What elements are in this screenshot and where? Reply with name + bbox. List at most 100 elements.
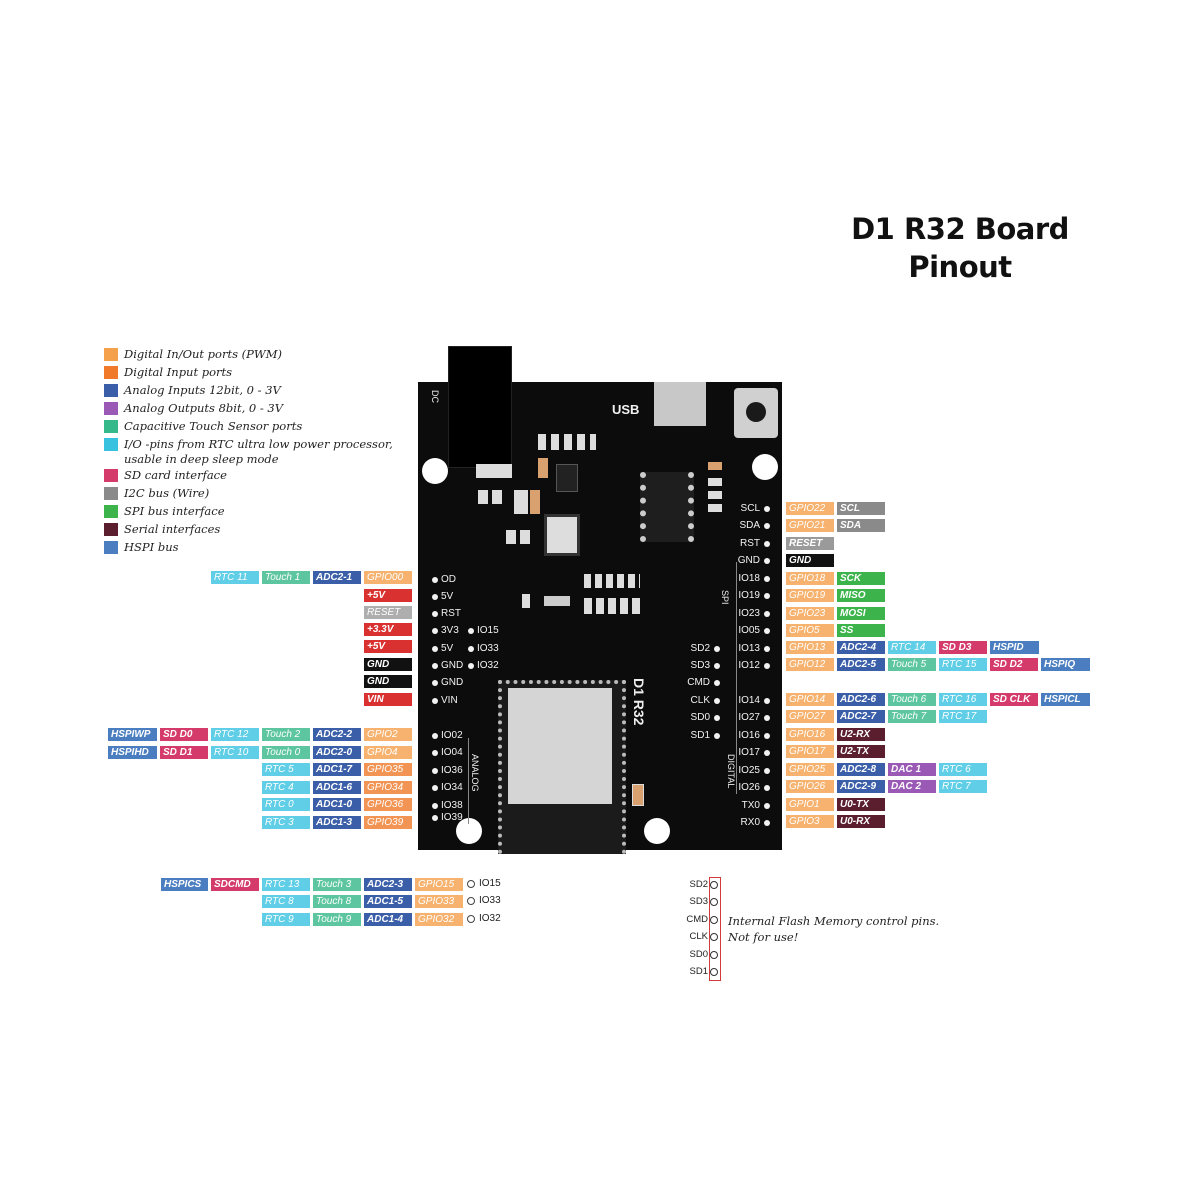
tag-pwm: GPIO21: [786, 519, 834, 532]
legend-label: I/O -pins from RTC ultra low power proce…: [124, 437, 393, 466]
pin-label-right: RST: [740, 538, 760, 549]
tag-analog_in: ADC2-4: [837, 641, 885, 654]
pin-label-inner: CMD: [687, 677, 710, 688]
legend-swatch: [104, 469, 118, 482]
page-title: D1 R32 Board Pinout: [800, 210, 1120, 286]
pin-label-right: IO12: [738, 660, 760, 671]
smd-col: [708, 478, 722, 514]
title-line-1: D1 R32 Board: [851, 212, 1069, 246]
tag-analog_in: ADC1-6: [313, 781, 361, 794]
pin-dot: [764, 785, 770, 791]
tag-touch: Touch 5: [888, 658, 936, 671]
pin-label-right: IO17: [738, 747, 760, 758]
legend-swatch: [104, 348, 118, 361]
flash-pin-dot: [710, 968, 718, 976]
tag-serial: U0-RX: [837, 815, 885, 828]
flash-pin-dot: [710, 915, 718, 924]
pin-label-left: OD: [441, 574, 456, 585]
pin-dot: [432, 750, 438, 756]
pin-dot: [432, 698, 438, 704]
legend-label: SPI bus interface: [124, 504, 225, 518]
pin-label-left: 5V: [441, 643, 454, 654]
smd-row: [584, 574, 640, 588]
tag-analog_in: ADC1-0: [313, 798, 361, 811]
external-pin-label: IO32: [479, 913, 501, 924]
smd-chip: [544, 596, 570, 606]
flash-note-line1: Internal Flash Memory control pins.: [728, 914, 940, 928]
tag-power: +5V: [364, 640, 412, 653]
tag-analog_in: ADC2-3: [364, 878, 412, 891]
smd-chip: [556, 464, 578, 492]
tag-hspi: HSPIQ: [1041, 658, 1090, 671]
legend-item: Digital Input ports: [104, 365, 232, 380]
tag-serial: U2-RX: [837, 728, 885, 741]
pin-dot: [764, 523, 770, 529]
tag-rtc: RTC 3: [262, 816, 310, 829]
tag-rtc: RTC 10: [211, 746, 259, 759]
tag-sd: SDCMD: [211, 878, 259, 891]
tag-input: GPIO36: [364, 798, 412, 811]
tag-pwm: GPIO27: [786, 710, 834, 723]
legend-label: Serial interfaces: [124, 522, 221, 536]
legend-item: I/O -pins from RTC ultra low power proce…: [104, 437, 393, 467]
tag-touch: Touch 0: [262, 746, 310, 759]
pin-dot: [714, 646, 720, 652]
pin-dot: [432, 646, 438, 652]
tag-rtc: RTC 11: [211, 571, 259, 584]
pin-label-left: VIN: [441, 695, 458, 706]
pin-dot: [714, 715, 720, 721]
tag-rtc: RTC 7: [939, 780, 987, 793]
tag-hspi: HSPICL: [1041, 693, 1090, 706]
tag-rtc: RTC 9: [262, 913, 310, 926]
pin-dot: [764, 768, 770, 774]
legend-item: Capacitive Touch Sensor ports: [104, 419, 302, 434]
pin-dot: [764, 698, 770, 704]
tag-gnd: GND: [786, 554, 834, 567]
flash-pin-label: SD1: [689, 966, 708, 977]
legend-swatch: [104, 420, 118, 433]
pin-dot: [714, 698, 720, 704]
pin-label-right: TX0: [741, 800, 760, 811]
smd-row: [538, 434, 596, 450]
tag-pwm: GPIO26: [786, 780, 834, 793]
tag-gnd: GND: [364, 658, 412, 671]
tag-i2c: SDA: [837, 519, 885, 532]
tag-input: GPIO39: [364, 816, 412, 829]
pin-label-right: SDA: [739, 520, 760, 531]
pin-label-right: IO19: [738, 590, 760, 601]
tag-pwm: GPIO4: [364, 746, 412, 759]
pin-dot: [432, 768, 438, 774]
flash-pin-label: CLK: [689, 931, 708, 943]
tag-analog_in: ADC1-7: [313, 763, 361, 776]
legend-label: HSPI bus: [124, 540, 179, 554]
tag-rtc: RTC 14: [888, 641, 936, 654]
tag-spi: MISO: [837, 589, 885, 602]
legend-item: SD card interface: [104, 468, 227, 483]
tag-touch: Touch 6: [888, 693, 936, 706]
smd-cap: [632, 784, 644, 806]
tag-gnd: GND: [364, 675, 412, 688]
pin-dot: [764, 541, 770, 547]
tag-hspi: HSPID: [990, 641, 1039, 654]
tag-power: +3.3V: [364, 623, 412, 636]
pin-label-inner: SD3: [690, 660, 710, 671]
tag-reset: RESET: [364, 606, 412, 619]
external-pin: [467, 897, 475, 905]
dc-jack: [448, 346, 512, 468]
legend-swatch: [104, 438, 118, 451]
smd-cap: [530, 490, 540, 514]
external-pin-label: IO15: [479, 878, 501, 889]
pin-dot: [468, 646, 474, 652]
legend-swatch: [104, 523, 118, 536]
tag-reset: RESET: [786, 537, 834, 550]
tag-pwm: GPIO17: [786, 745, 834, 758]
pin-dot: [764, 663, 770, 669]
legend-item: HSPI bus: [104, 540, 179, 555]
usb-uart-chip: [640, 472, 694, 542]
pin-label-left: IO38: [441, 800, 463, 811]
tag-sd: SD D0: [160, 728, 208, 741]
pin-label-left: IO36: [441, 765, 463, 776]
tag-analog_in: ADC2-8: [837, 763, 885, 776]
legend-item: Analog Inputs 12bit, 0 - 3V: [104, 383, 281, 398]
pin-dot: [432, 628, 438, 634]
